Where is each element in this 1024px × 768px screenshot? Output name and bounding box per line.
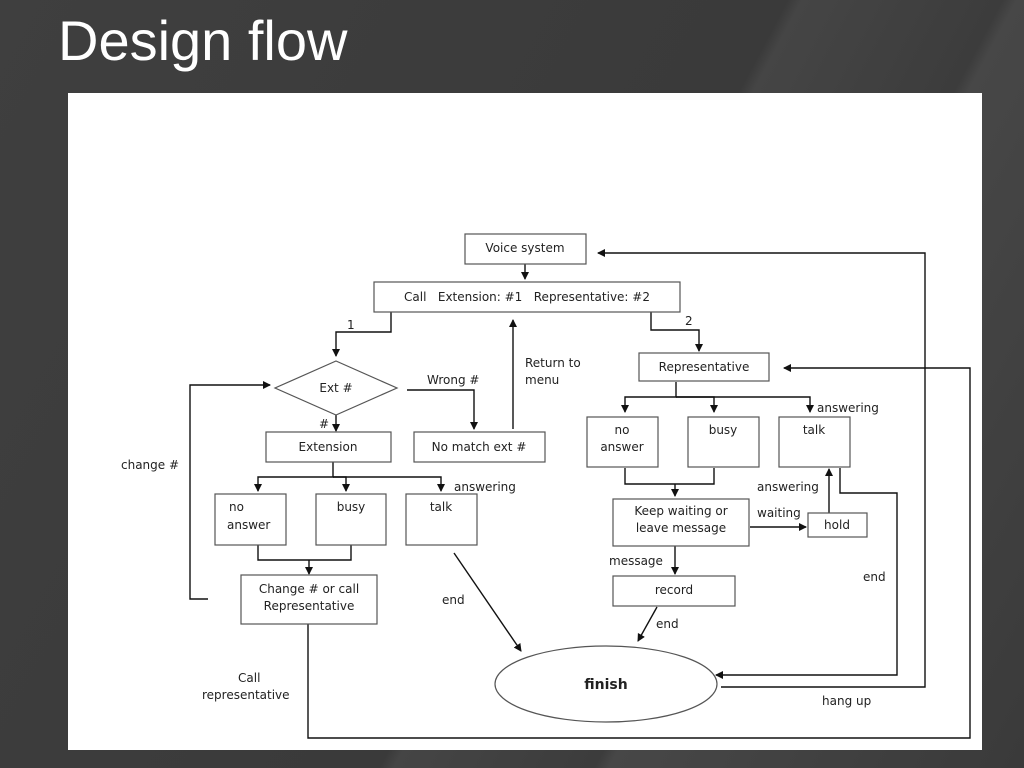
- node-ext-decision-label: Ext #: [319, 381, 352, 395]
- node-ext-talk-label: talk: [430, 500, 452, 514]
- edge-call-rep: [307, 364, 971, 739]
- edge-rep-no-answer: [621, 382, 677, 413]
- edge-ext-no-answer: [254, 462, 334, 492]
- node-voice-system: Voice system: [464, 233, 587, 265]
- label-end-rep: end: [863, 570, 886, 584]
- node-voice-system-label: Voice system: [485, 241, 564, 255]
- label-call-rep-2: representative: [202, 688, 290, 702]
- node-representative: Representative: [638, 352, 770, 382]
- node-rep-talk: talk: [778, 416, 851, 468]
- label-hash: #: [319, 417, 329, 431]
- node-rep-talk-label: talk: [803, 423, 825, 437]
- label-end-record: end: [656, 617, 679, 631]
- node-representative-label: Representative: [659, 360, 750, 374]
- label-message: message: [609, 554, 663, 568]
- node-rep-no-answer-label-1: no: [615, 423, 630, 437]
- edge-menu-to-ext: [332, 312, 392, 357]
- node-ext-no-answer-label-1: no: [229, 500, 244, 514]
- edge-ext-talk: [333, 476, 445, 492]
- label-change: change #: [121, 458, 179, 472]
- node-no-match: No match ext #: [413, 431, 546, 463]
- edge-record-end: [637, 606, 658, 642]
- label-end-ext: end: [442, 593, 465, 607]
- node-ext-talk: talk: [405, 493, 478, 546]
- node-menu: Call Extension: #1 Representative: #2: [373, 281, 681, 313]
- edge-rep-talk: [676, 396, 814, 413]
- node-record-label: record: [655, 583, 693, 597]
- edge-rep-merge: [624, 468, 715, 485]
- edge-rep-busy: [676, 396, 718, 413]
- edge-merge: [257, 545, 352, 561]
- label-answering-rep: answering: [817, 401, 879, 415]
- edge-wrong: [407, 389, 478, 430]
- node-no-match-label: No match ext #: [432, 440, 527, 454]
- node-hold: hold: [807, 512, 868, 538]
- edge-rep-talk-end: [715, 468, 898, 679]
- node-keep-waiting-label-2: leave message: [636, 521, 726, 535]
- node-finish-label: finish: [584, 677, 627, 693]
- label-answering-ext: answering: [454, 480, 516, 494]
- node-ext-busy-label: busy: [337, 500, 366, 514]
- node-rep-no-answer-label-2: answer: [600, 440, 643, 454]
- label-one: 1: [347, 318, 355, 332]
- node-hold-label: hold: [824, 518, 850, 532]
- node-rep-busy: busy: [687, 416, 760, 468]
- edge-change-loop: [189, 381, 271, 600]
- edge-talk-end: [453, 552, 522, 652]
- node-change-call-label-1: Change # or call: [259, 582, 359, 596]
- diagram-panel: Voice system Call Extension: #1 Represen…: [68, 93, 982, 750]
- label-waiting: waiting: [757, 506, 801, 520]
- node-keep-waiting: Keep waiting or leave message: [612, 498, 750, 547]
- label-return-2: menu: [525, 373, 559, 387]
- label-wrong: Wrong #: [427, 373, 479, 387]
- edge-hang-up: [597, 249, 926, 688]
- edge-ext-busy: [333, 476, 350, 492]
- label-return-1: Return to: [525, 356, 581, 370]
- node-rep-busy-label: busy: [709, 423, 738, 437]
- flow-diagram: Voice system Call Extension: #1 Represen…: [121, 233, 971, 739]
- node-extension-label: Extension: [299, 440, 358, 454]
- node-extension: Extension: [265, 431, 392, 463]
- node-rep-no-answer: no answer: [586, 416, 659, 468]
- node-ext-decision: Ext #: [273, 360, 399, 416]
- node-keep-waiting-label-1: Keep waiting or: [634, 504, 727, 518]
- node-finish: finish: [494, 645, 718, 723]
- edge-menu-to-rep: [650, 312, 703, 352]
- label-hang-up: hang up: [822, 694, 871, 708]
- node-change-call: Change # or call Representative: [240, 574, 378, 625]
- node-ext-busy: busy: [315, 493, 387, 546]
- label-two: 2: [685, 314, 693, 328]
- node-change-call-label-2: Representative: [264, 599, 355, 613]
- node-ext-no-answer: no answer: [214, 493, 287, 546]
- node-menu-label: Call Extension: #1 Representative: #2: [404, 290, 650, 304]
- node-record: record: [612, 575, 736, 607]
- label-answering-hold: answering: [757, 480, 819, 494]
- node-ext-no-answer-label-2: answer: [227, 518, 270, 532]
- connectors: [189, 249, 971, 739]
- label-call-rep-1: Call: [238, 671, 260, 685]
- slide-title: Design flow: [58, 9, 348, 72]
- edge-labels: 1 2 Wrong # # Return to menu change # an…: [121, 314, 886, 708]
